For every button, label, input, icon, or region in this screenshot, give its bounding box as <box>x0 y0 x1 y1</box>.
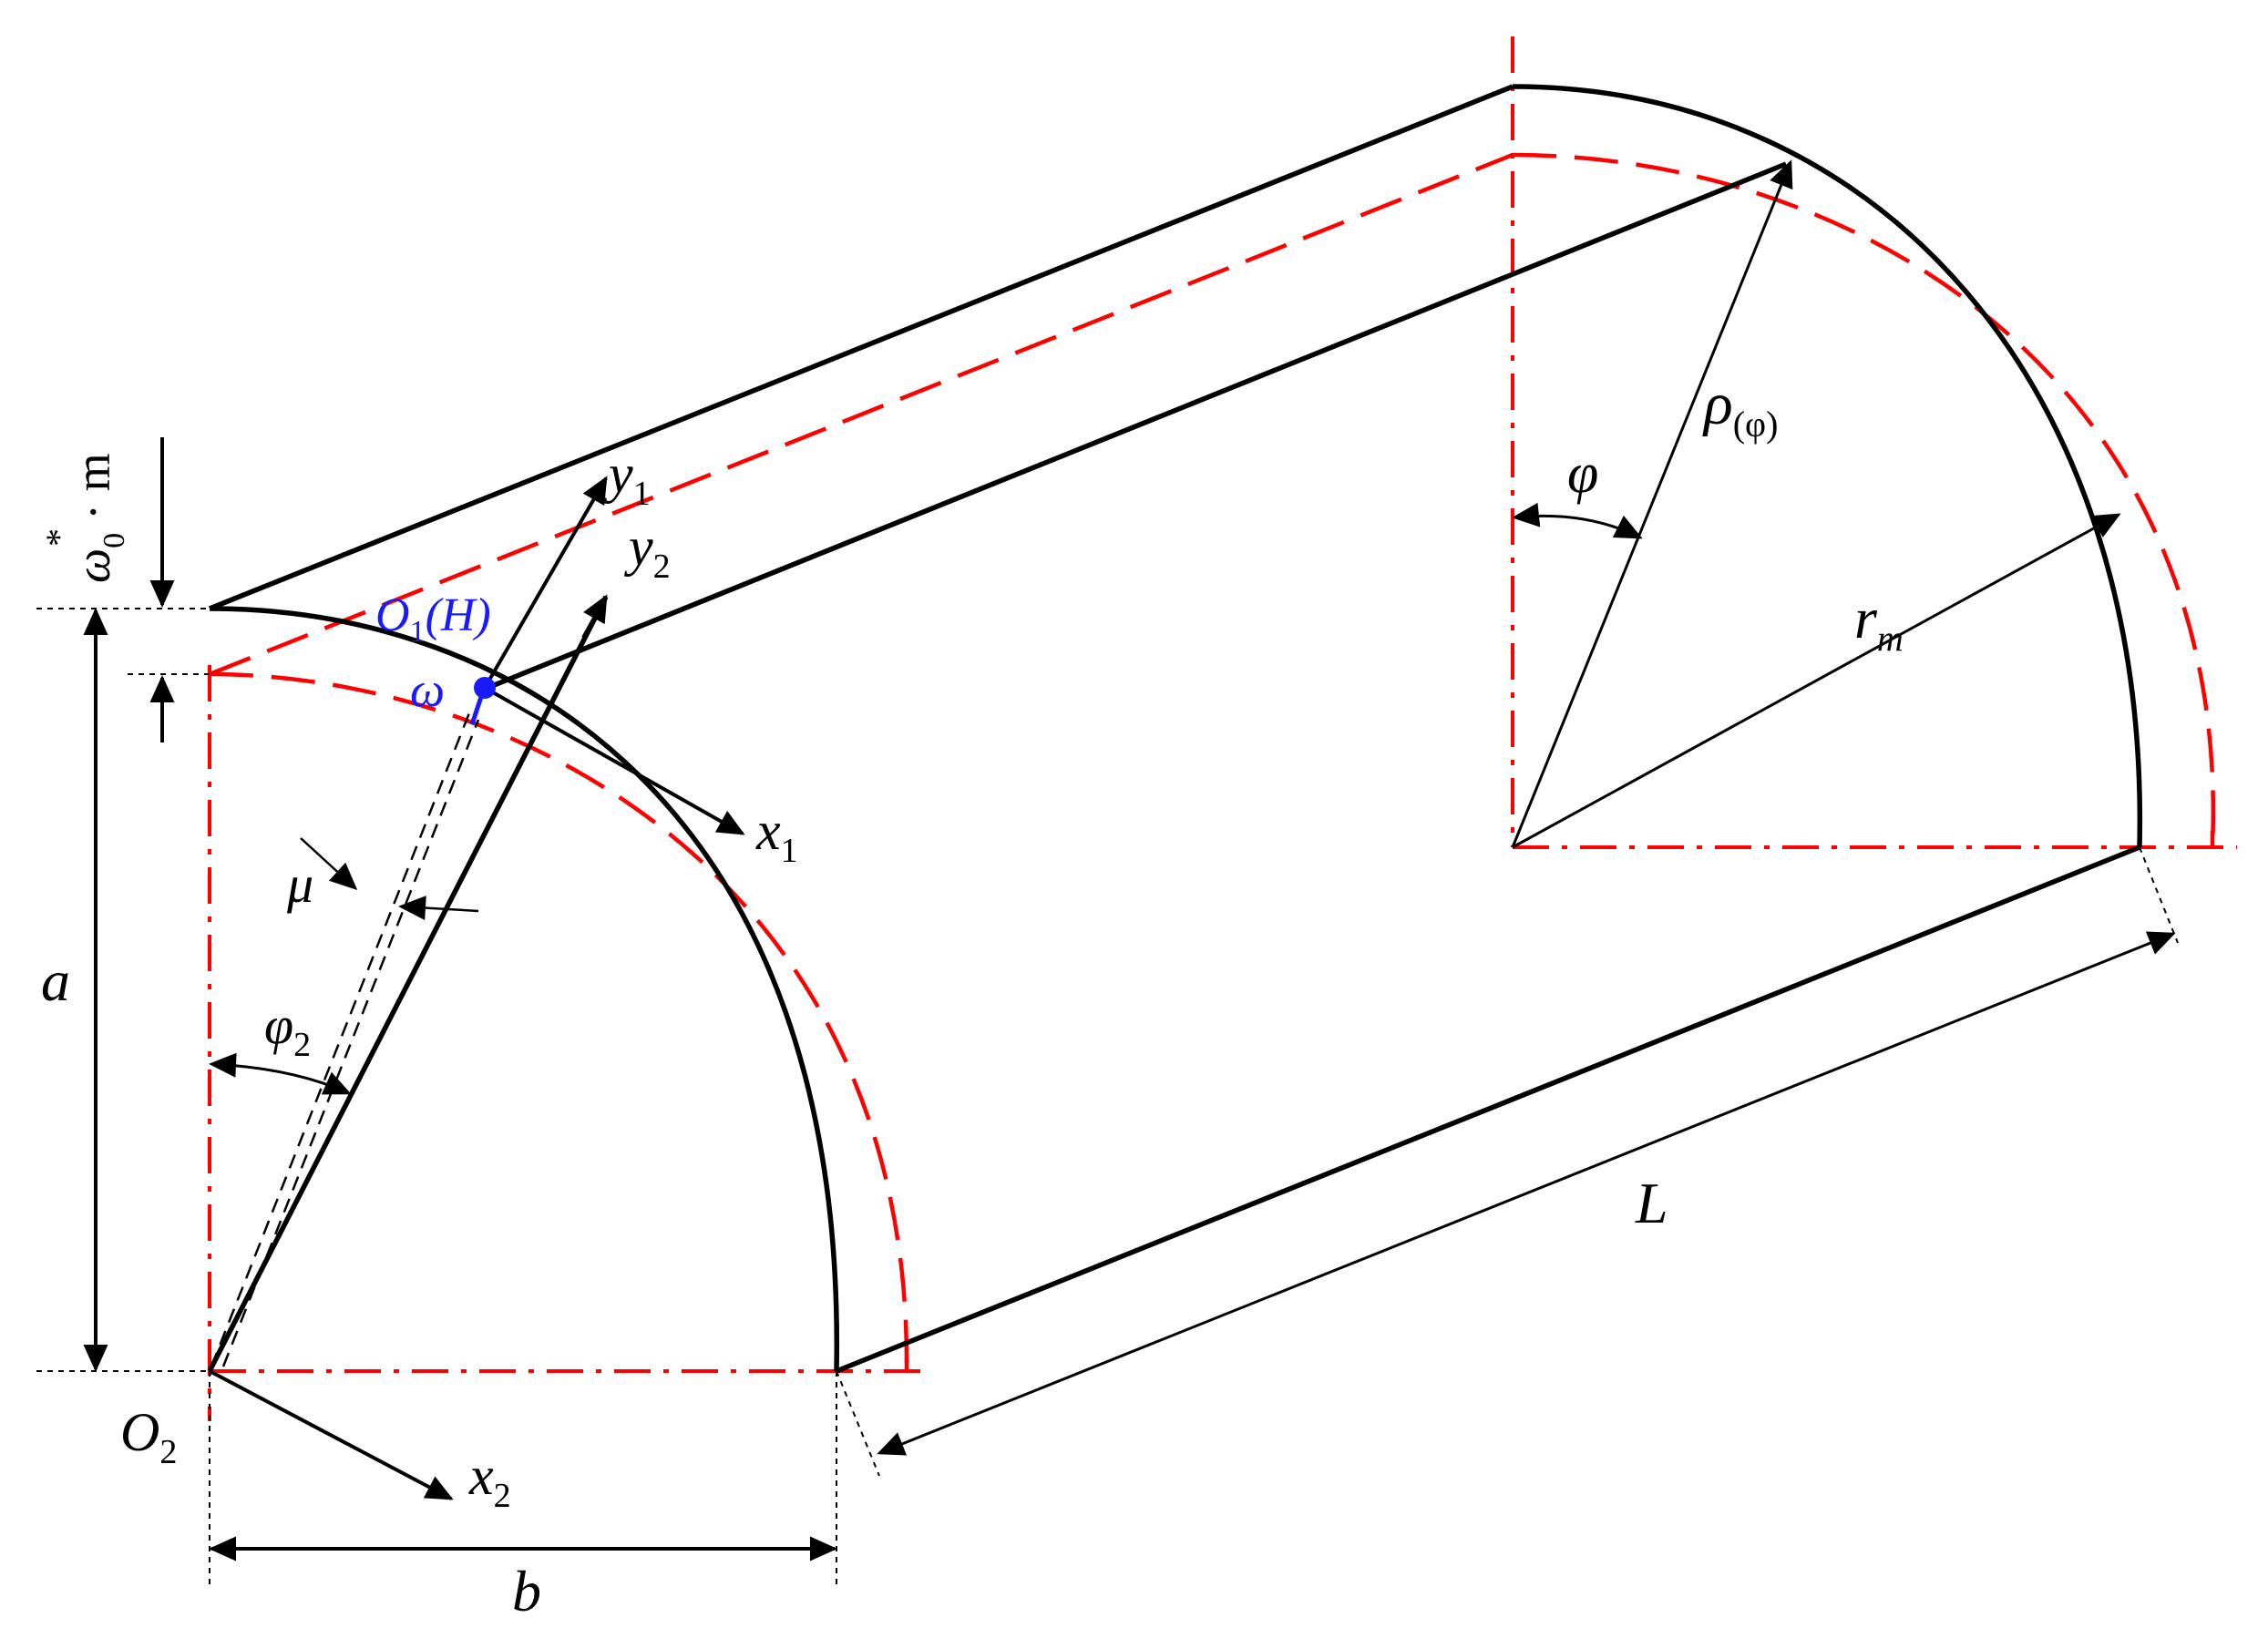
back-radii <box>1511 159 2121 849</box>
mu-arrow-left <box>300 837 358 891</box>
ext-L-front <box>836 1370 880 1477</box>
bottom-edge-line <box>835 845 2141 1374</box>
front-radius-line <box>207 595 609 1373</box>
nominal-profile <box>209 152 2216 1372</box>
ext-L-back <box>2139 846 2179 944</box>
label-omega0-m: ω0· m <box>66 453 131 583</box>
extension-lines <box>36 608 2179 1590</box>
mu-arrow-right <box>398 896 479 921</box>
dev-line-2 <box>221 719 480 1367</box>
nominal-ridge-line <box>209 152 1514 677</box>
tunnel-outline <box>207 84 2143 1374</box>
label-y1: y1 <box>603 444 651 513</box>
labels: ω0· m * a b L O2 x2 x1 y1 y2 O1(H) ω μ φ… <box>38 371 1904 1623</box>
label-x2: x2 <box>468 1446 511 1515</box>
label-phi2: φ2 <box>264 996 311 1064</box>
dim-L <box>877 931 2176 1456</box>
y1-axis <box>483 476 608 690</box>
local-axes <box>209 476 745 1500</box>
label-rho: ρ(φ) <box>1702 371 1778 445</box>
label-b: b <box>512 1559 541 1623</box>
phi-angle-arc <box>1512 502 1643 539</box>
label-y2: y2 <box>623 517 671 586</box>
dev-line-1 <box>210 705 474 1367</box>
back-nominal-arc <box>1512 152 2216 848</box>
label-o2: O2 <box>120 1402 177 1471</box>
x2-axis <box>209 1369 454 1500</box>
point-o1 <box>474 677 496 699</box>
label-a: a <box>41 948 70 1013</box>
label-omega0-star: * <box>38 528 79 547</box>
y2-arrow-tip <box>581 594 608 639</box>
label-omega: ω <box>410 662 445 717</box>
top-ridge-line <box>208 84 1514 611</box>
mu-marks <box>300 837 479 921</box>
centre-lines <box>208 36 2237 1421</box>
label-mu: μ <box>286 855 313 914</box>
deviation-lines <box>210 705 480 1367</box>
front-nominal-arc <box>209 671 909 1372</box>
dimensions <box>83 437 2176 1561</box>
back-section-arc <box>1512 84 2143 848</box>
label-L: L <box>1635 1171 1668 1235</box>
inner-ridge-line <box>481 161 1788 692</box>
nominal-arc-ends <box>904 831 2215 1373</box>
label-phi: φ <box>1567 443 1598 505</box>
label-o1h: O1(H) <box>375 589 491 649</box>
label-x1: x1 <box>755 801 798 870</box>
rho-line <box>1511 159 1793 848</box>
phi2-angle-arc <box>209 1052 352 1095</box>
label-rm: rm <box>1854 586 1904 659</box>
rm-line <box>1512 513 2121 849</box>
omega-tick <box>469 696 484 725</box>
x1-axis <box>484 686 745 835</box>
front-section-arc <box>209 606 839 1372</box>
